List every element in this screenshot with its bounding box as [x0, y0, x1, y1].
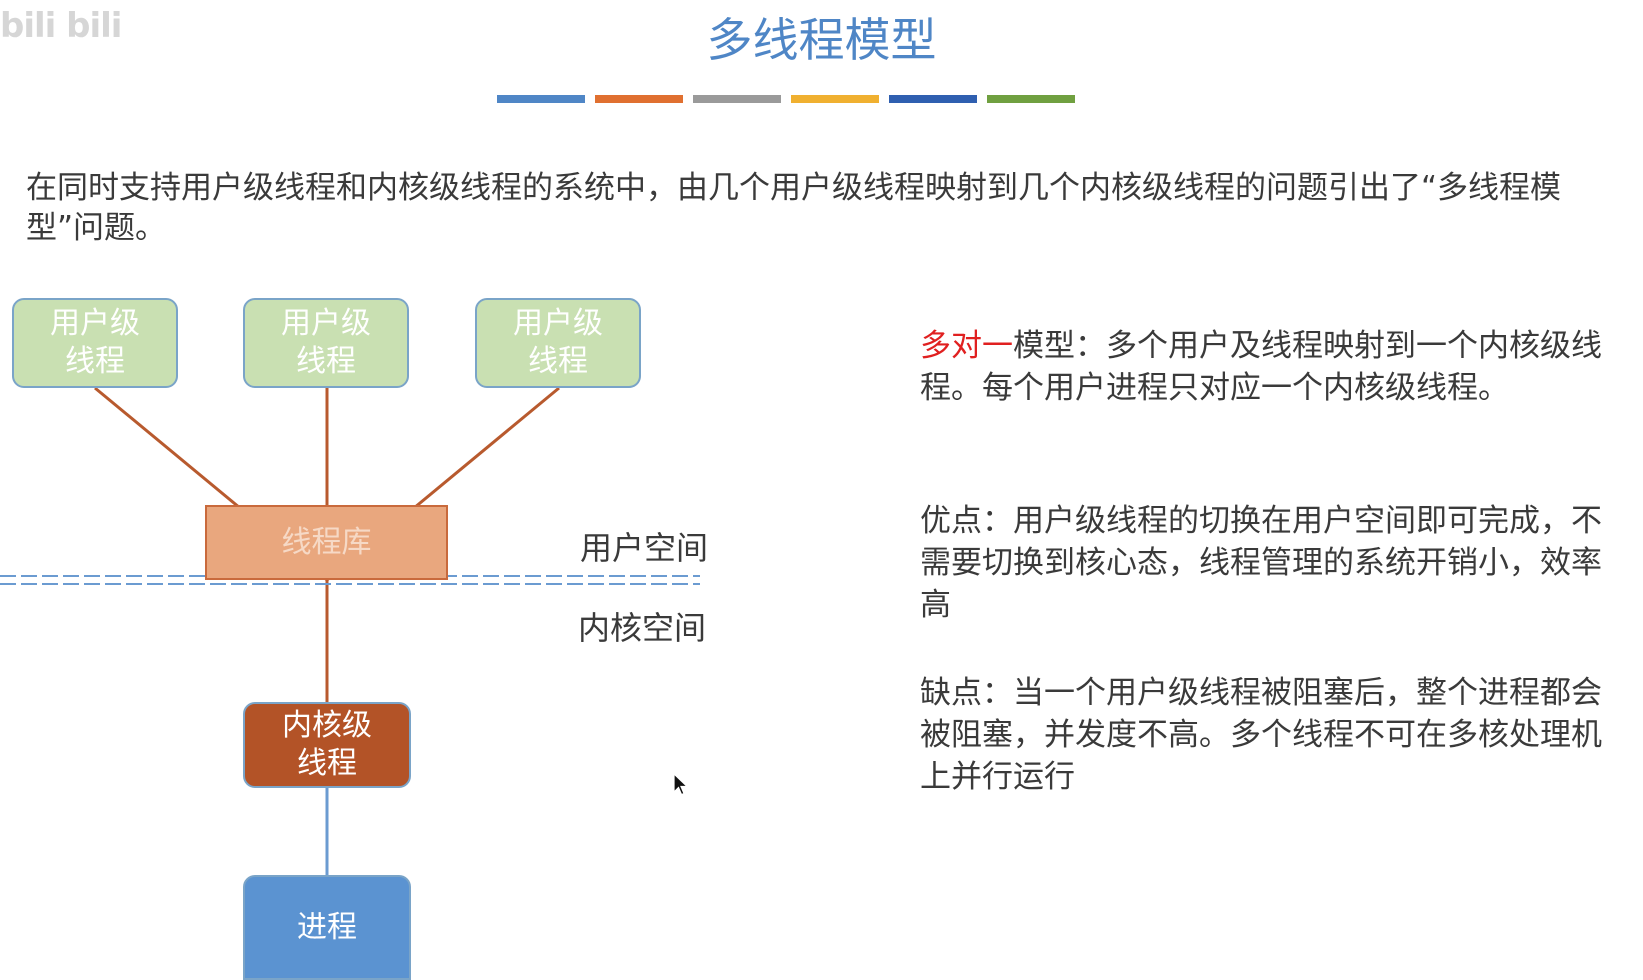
advantages-text: 优点：用户级线程的切换在用户空间即可完成，不需要切换到核心态，线程管理的系统开销… — [920, 503, 1602, 623]
user-thread-box-2: 用户级 线程 — [243, 298, 409, 388]
process-box: 进程 — [243, 875, 411, 980]
thread-library-box: 线程库 — [205, 505, 448, 580]
color-bar-5 — [889, 95, 977, 103]
page-title: 多线程模型 — [706, 13, 937, 67]
intro-text: 在同时支持用户级线程和内核级线程的系统中，由几个用户级线程映射到几个内核级线程的… — [26, 170, 1562, 246]
model-text: 模型：多个用户及线程映射到一个内核级线程。每个用户进程只对应一个内核级线程。 — [920, 328, 1602, 406]
disadvantages-text: 缺点：当一个用户级线程被阻塞后，整个进程都会被阻塞，并发度不高。多个线程不可在多… — [920, 675, 1602, 795]
user-thread-box-1: 用户级 线程 — [12, 298, 178, 388]
user-thread-box-3: 用户级 线程 — [475, 298, 641, 388]
color-bar-2 — [595, 95, 683, 103]
watermark-logo: bili bili — [0, 6, 122, 46]
mouse-cursor-icon — [673, 773, 689, 796]
color-bar-1 — [497, 95, 585, 103]
color-bar-3 — [693, 95, 781, 103]
kernel-space-label: 内核空间 — [578, 609, 707, 647]
kernel-thread-box: 内核级 线程 — [243, 702, 411, 788]
color-bar-4 — [791, 95, 879, 103]
user-space-label: 用户空间 — [580, 529, 709, 567]
model-name: 多对一 — [920, 328, 1013, 364]
color-bar-6 — [987, 95, 1075, 103]
model-description: 多对一模型：多个用户及线程映射到一个内核级线程。每个用户进程只对应一个内核级线程… — [920, 325, 1620, 409]
